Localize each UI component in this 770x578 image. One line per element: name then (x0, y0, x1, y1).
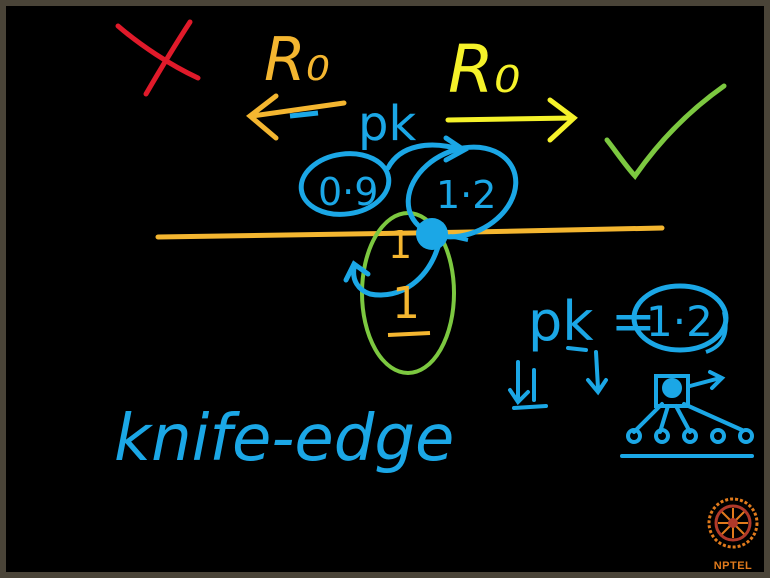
left-arrow (246, 93, 347, 141)
down-arrows (508, 346, 608, 410)
lattice-mechanism-sketch (620, 370, 754, 458)
r0-right-label: R₀ (448, 31, 520, 108)
pk-equation-value: 1·2 (646, 297, 713, 346)
value-1-bottom: 1 (392, 278, 420, 329)
r0-left-label: R₀ (264, 25, 330, 95)
pk-top-label: pk (358, 96, 416, 152)
ellipse-0-9 (298, 151, 392, 217)
dot-arrow (449, 234, 469, 242)
nptel-logo-text: NPTEL (713, 560, 753, 572)
red-cross-mark (115, 19, 201, 97)
nptel-logo: NPTEL (704, 490, 762, 572)
pk-eq-tail (705, 311, 728, 354)
left-arrow-blue-mark (289, 110, 319, 119)
right-arrow (445, 97, 578, 143)
knife-edge-label: knife-edge (114, 402, 454, 476)
knife-edge-line (155, 225, 665, 240)
green-check-mark (604, 83, 727, 181)
value-1-2: 1·2 (436, 173, 496, 217)
curved-arrow-bottom (343, 237, 443, 298)
value-1-underline (387, 331, 431, 337)
curved-arrow-top (385, 135, 469, 171)
value-1-top: 1 (388, 223, 412, 267)
value-0-9: 0·9 (318, 170, 378, 214)
nptel-emblem-icon (707, 497, 759, 549)
ellipse-1-2 (405, 144, 519, 240)
ball-dot (416, 218, 448, 250)
